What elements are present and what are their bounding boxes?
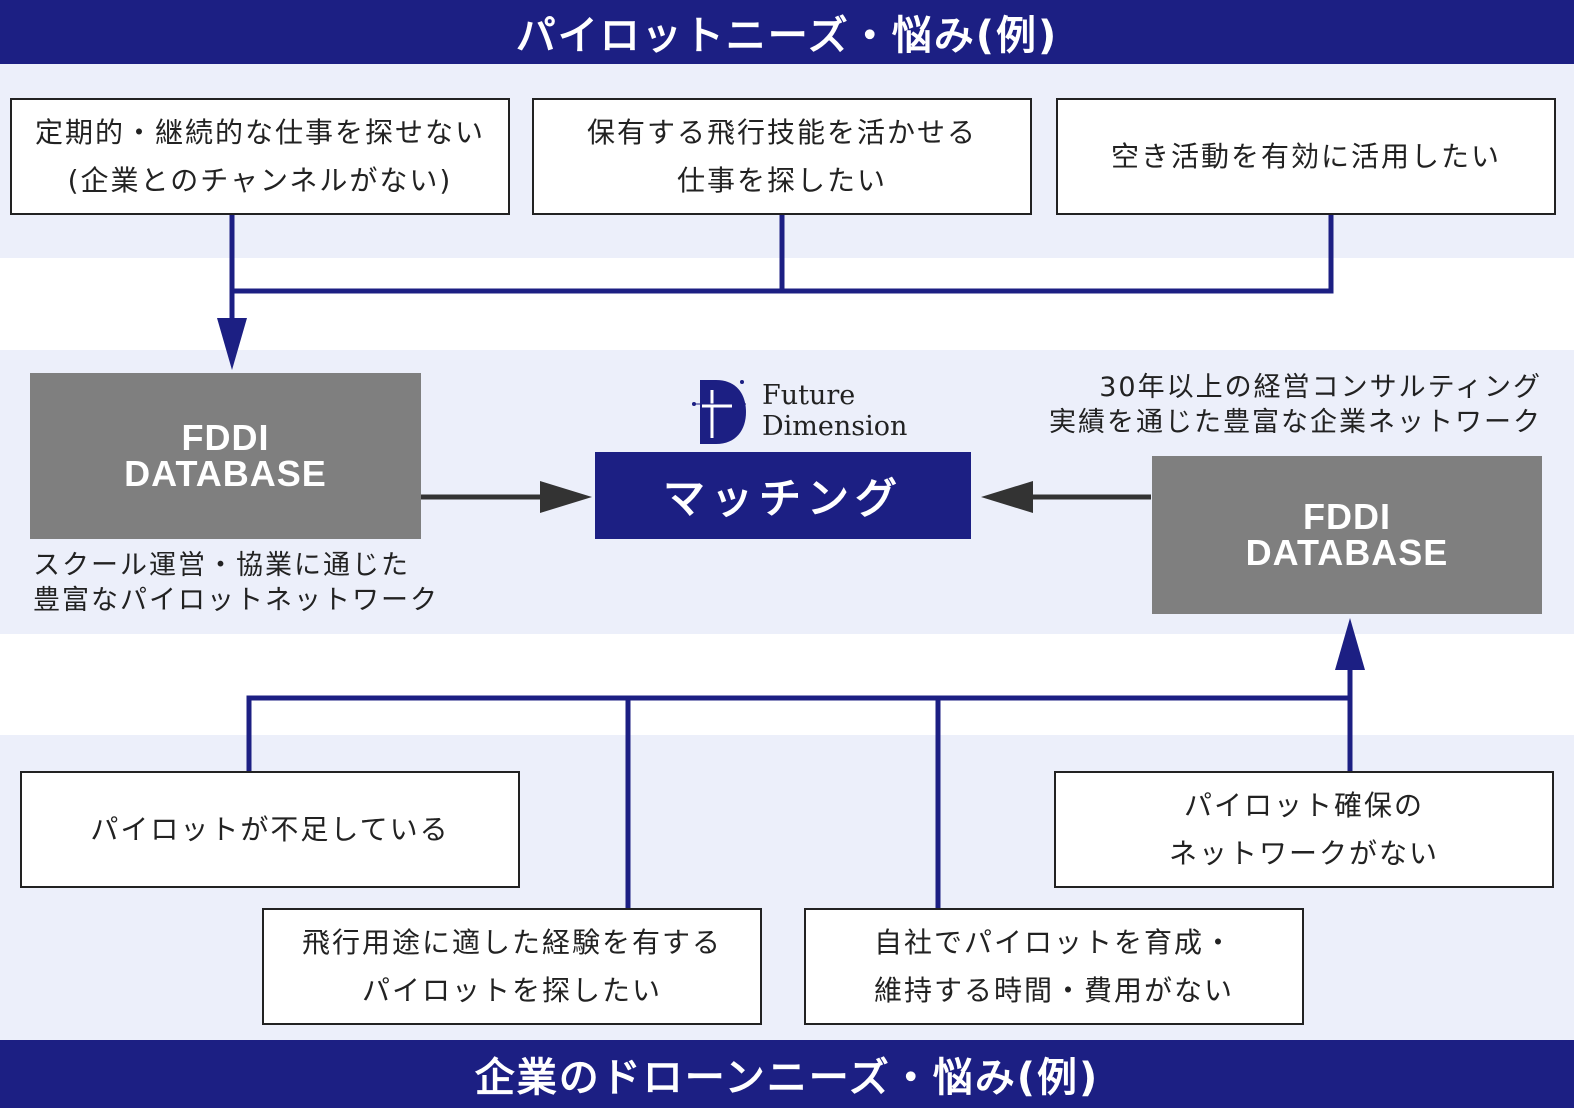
right-database-caption: 30年以上の経営コンサルティング 実績を通じた豊富な企業ネットワーク — [1049, 370, 1542, 440]
future-dimension-brand: Future Dimension — [690, 376, 920, 448]
arrow-up-icon — [1335, 618, 1365, 670]
brand-name-line: Future — [762, 380, 856, 411]
company-need-box: 自社でパイロットを育成・ 維持する時間・費用がない — [804, 908, 1304, 1025]
arrow-left-icon — [981, 481, 1033, 513]
company-need-line: 維持する時間・費用がない — [873, 973, 1234, 1007]
pilot-need-line: (企業とのチャンネルがない) — [67, 163, 453, 197]
pilot-needs-connector — [229, 214, 1334, 330]
company-need-box: パイロット確保の ネットワークがない — [1054, 771, 1554, 888]
top-header: パイロットニーズ・悩み(例) — [0, 0, 1574, 64]
caption-line: 30年以上の経営コンサルティング — [1099, 372, 1542, 403]
company-need-box: パイロットが不足している — [20, 771, 520, 888]
company-need-line: 飛行用途に適した経験を有する — [301, 925, 722, 959]
company-need-box: 飛行用途に適した経験を有する パイロットを探したい — [262, 908, 762, 1025]
arrow-down-icon — [217, 318, 247, 370]
bottom-header: 企業のドローンニーズ・悩み(例) — [0, 1040, 1574, 1108]
pilot-need-box: 空き活動を有効に活用したい — [1056, 98, 1556, 215]
pilot-need-line: 空き活動を有効に活用したい — [1110, 139, 1501, 173]
pilot-need-line: 保有する飛行技能を活かせる — [586, 115, 977, 149]
brand-name: Future Dimension — [762, 380, 907, 442]
company-need-line: パイロットが不足している — [90, 812, 450, 846]
pilot-need-line: 定期的・継続的な仕事を探せない — [34, 115, 485, 149]
arrow-right-icon — [540, 481, 592, 513]
fd-logo-icon — [692, 380, 746, 444]
top-header-title: パイロットニーズ・悩み(例) — [515, 13, 1059, 59]
pilot-need-box: 定期的・継続的な仕事を探せない (企業とのチャンネルがない) — [10, 98, 510, 215]
database-label: FDDI — [1303, 496, 1391, 537]
company-need-line: 自社でパイロットを育成・ — [873, 925, 1234, 959]
pilot-need-box: 保有する飛行技能を活かせる 仕事を探したい — [532, 98, 1032, 215]
matching-box: マッチング — [595, 452, 971, 539]
caption-line: スクール運営・協業に通じた — [33, 550, 410, 581]
caption-line: 実績を通じた豊富な企業ネットワーク — [1049, 407, 1542, 438]
left-fddi-database: FDDI DATABASE — [30, 373, 421, 539]
bottom-header-title: 企業のドローンニーズ・悩み(例) — [474, 1055, 1100, 1101]
brand-name-line: Dimension — [762, 411, 908, 442]
database-label: DATABASE — [124, 453, 327, 494]
right-fddi-database: FDDI DATABASE — [1152, 456, 1542, 614]
pilot-need-line: 仕事を探したい — [676, 163, 887, 197]
left-database-caption: スクール運営・協業に通じた 豊富なパイロットネットワーク — [33, 548, 439, 618]
company-needs-connector — [246, 660, 1353, 908]
company-need-line: パイロットを探したい — [361, 973, 662, 1007]
database-label: DATABASE — [1245, 532, 1449, 573]
company-need-line: パイロット確保の — [1183, 788, 1424, 822]
matching-label: マッチング — [662, 474, 903, 523]
database-label: FDDI — [181, 417, 270, 458]
caption-line: 豊富なパイロットネットワーク — [33, 585, 439, 616]
company-need-line: ネットワークがない — [1168, 836, 1439, 870]
